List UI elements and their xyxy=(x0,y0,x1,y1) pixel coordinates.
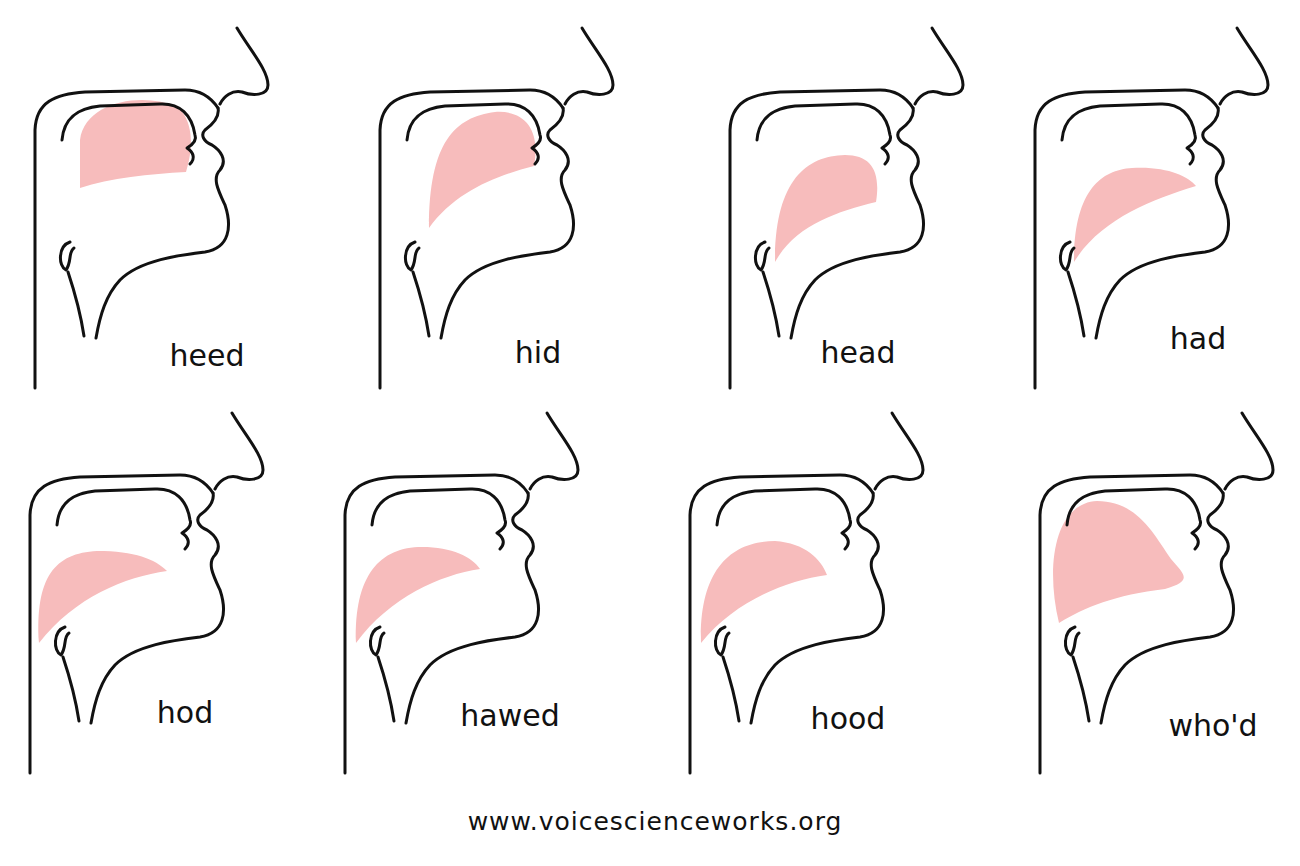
head-outline xyxy=(380,90,563,388)
head-outline xyxy=(220,28,268,104)
tongue-shape xyxy=(80,100,191,188)
vocal-tract-figure xyxy=(1040,413,1273,773)
vowel-word: hood xyxy=(811,702,886,735)
head-outline xyxy=(63,657,79,721)
head-outline xyxy=(30,475,213,773)
vocal-tract-figure xyxy=(35,28,268,388)
head-outline xyxy=(378,657,394,721)
head-outline xyxy=(755,242,769,270)
vocal-tract-figure xyxy=(730,28,963,388)
head-outline xyxy=(62,104,195,164)
head-outline xyxy=(96,108,228,338)
head-outline xyxy=(407,104,540,164)
head-outline xyxy=(530,413,578,489)
vocal-tract-figure xyxy=(1035,28,1268,388)
head-outline xyxy=(715,627,729,655)
head-outline xyxy=(1067,489,1200,549)
head-outline xyxy=(915,28,963,104)
head-outline xyxy=(730,90,913,388)
head-outline xyxy=(1062,104,1195,164)
vowel-word: had xyxy=(1170,322,1226,355)
head-outline xyxy=(875,413,923,489)
head-outline xyxy=(1060,242,1074,270)
tongue-shape xyxy=(1074,168,1196,262)
head-outline xyxy=(91,493,223,723)
vocal-tract-figure xyxy=(30,413,263,773)
head-outline xyxy=(372,489,505,549)
head-outline xyxy=(1101,493,1233,723)
head-outline xyxy=(370,627,384,655)
head-outline xyxy=(55,627,69,655)
head-outline xyxy=(757,104,890,164)
watermark: www.voicescienceworks.org xyxy=(468,808,843,836)
vowel-word: hid xyxy=(515,336,561,369)
head-outline xyxy=(1073,657,1089,721)
head-outline xyxy=(763,272,779,336)
head-outline xyxy=(405,242,419,270)
tongue-shape xyxy=(775,155,877,262)
head-outline xyxy=(413,272,429,336)
vowel-word: heed xyxy=(170,339,245,372)
head-outline xyxy=(441,108,573,338)
vowel-word: who'd xyxy=(1168,709,1257,742)
head-outline xyxy=(717,489,850,549)
head-outline xyxy=(1065,627,1079,655)
vocal-tract-figure xyxy=(345,413,578,773)
head-outline xyxy=(1096,108,1228,338)
vowel-word: hod xyxy=(157,696,213,729)
head-outline xyxy=(723,657,739,721)
tongue-shape xyxy=(701,541,827,643)
head-outline xyxy=(1220,28,1268,104)
vowel-word: head xyxy=(821,336,896,369)
head-outline xyxy=(791,108,923,338)
head-outline xyxy=(751,493,883,723)
vocal-tract-figure xyxy=(690,413,923,773)
head-outline xyxy=(1068,272,1084,336)
head-outline xyxy=(406,493,538,723)
head-outline xyxy=(60,242,74,270)
head-outline xyxy=(215,413,263,489)
vocal-tract-figure xyxy=(380,28,613,388)
head-outline xyxy=(1225,413,1273,489)
tongue-shape xyxy=(38,551,167,643)
head-outline xyxy=(57,489,190,549)
head-outline xyxy=(565,28,613,104)
vowel-word: hawed xyxy=(460,699,559,732)
tongue-shape xyxy=(429,112,536,228)
tongue-shape xyxy=(1053,501,1184,623)
head-outline xyxy=(68,272,84,336)
